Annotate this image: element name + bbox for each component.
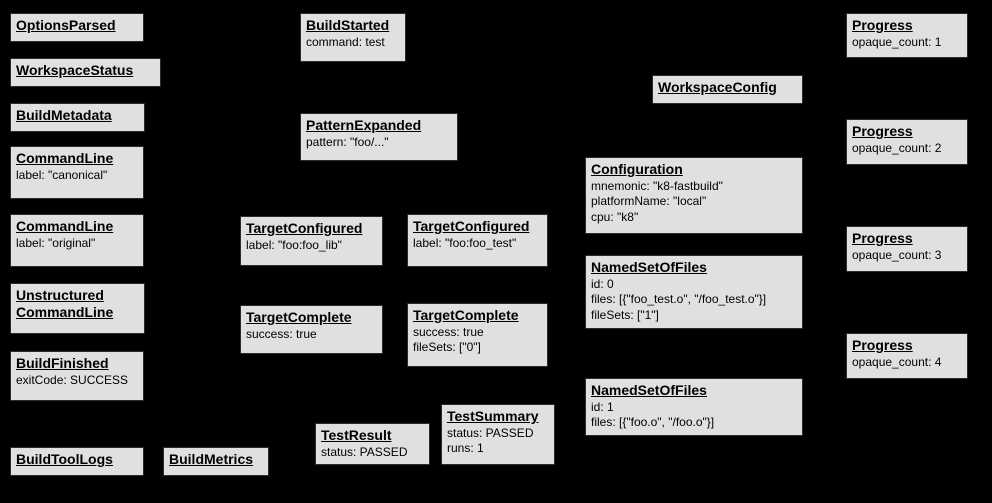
node-details: opaque_count: 1 — [852, 34, 942, 49]
node-details: mnemonic: "k8-fastbuild" platformName: "… — [591, 178, 723, 224]
node-title: PatternExpanded — [306, 117, 422, 133]
node-details: opaque_count: 3 — [852, 247, 942, 262]
node-details: id: 1 files: [{"foo.o", "/foo.o"}] — [591, 399, 715, 430]
node-details: success: true fileSets: ["0"] — [413, 324, 484, 355]
node-details: status: PASSED runs: 1 — [447, 425, 534, 456]
node-title: BuildMetadata — [16, 107, 112, 123]
node-title: TargetComplete — [246, 309, 352, 325]
node-title: CommandLine — [16, 218, 114, 234]
node-title: Progress — [852, 230, 913, 246]
node-title: OptionsParsed — [16, 17, 116, 33]
node-title: Progress — [852, 17, 913, 33]
node-title: NamedSetOfFiles — [591, 382, 707, 398]
node-workspace-status: WorkspaceStatus — [10, 58, 161, 87]
node-title: TargetComplete — [413, 307, 519, 323]
node-unstructured-command-line: Unstructured CommandLine — [10, 283, 145, 334]
node-details: label: "foo:foo_lib" — [246, 237, 342, 252]
node-title: Configuration — [591, 161, 683, 177]
node-build-metadata: BuildMetadata — [10, 103, 145, 132]
node-details: opaque_count: 4 — [852, 354, 942, 369]
node-title: TargetConfigured — [413, 218, 530, 234]
node-title: BuildMetrics — [169, 451, 254, 467]
node-title: BuildFinished — [16, 355, 109, 371]
node-workspace-config: WorkspaceConfig — [652, 75, 803, 104]
node-details: pattern: "foo/..." — [306, 134, 389, 149]
node-title: TestSummary — [447, 408, 539, 424]
node-title: Progress — [852, 123, 913, 139]
node-details: exitCode: SUCCESS — [16, 372, 129, 387]
node-details: id: 0 files: [{"foo_test.o", "/foo_test.… — [591, 276, 767, 322]
node-title: BuildToolLogs — [16, 451, 113, 467]
node-details: label: "original" — [16, 235, 96, 250]
node-title: WorkspaceStatus — [16, 62, 134, 78]
node-title: WorkspaceConfig — [658, 79, 777, 95]
node-build-tool-logs: BuildToolLogs — [10, 447, 144, 476]
node-title: TestResult — [321, 427, 392, 443]
node-title: NamedSetOfFiles — [591, 259, 707, 275]
node-title: TargetConfigured — [246, 220, 363, 236]
node-build-metrics: BuildMetrics — [163, 447, 269, 476]
node-details: success: true — [246, 326, 317, 341]
node-title: Unstructured CommandLine — [16, 287, 114, 320]
node-details: label: "canonical" — [16, 167, 108, 182]
node-details: command: test — [306, 34, 385, 49]
node-details: status: PASSED — [321, 444, 408, 459]
node-options-parsed: OptionsParsed — [10, 13, 144, 42]
node-details: label: "foo:foo_test" — [413, 235, 517, 250]
node-title: Progress — [852, 337, 913, 353]
node-details: opaque_count: 2 — [852, 140, 942, 155]
node-title: BuildStarted — [306, 17, 390, 33]
node-title: CommandLine — [16, 150, 114, 166]
